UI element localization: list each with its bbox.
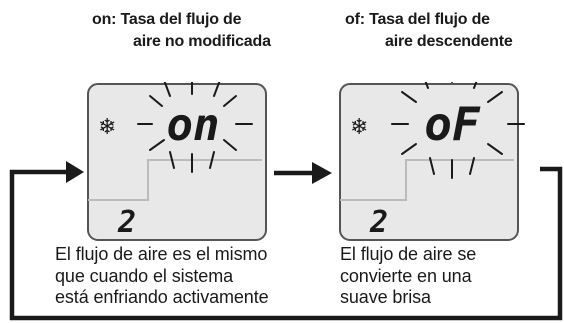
snowflake-icon: ❄ [350, 115, 368, 140]
heading-on-mode: on: Tasa del flujo de aire no modificada [92, 9, 271, 53]
heading-of-line2: aire descendente [385, 33, 513, 50]
arrow-right-icon [312, 162, 332, 184]
description-on-line: está enfriando activamente [55, 287, 269, 307]
description-of-line: suave brisa [340, 287, 431, 307]
loop-arrowhead [66, 161, 84, 183]
lcd-main-readout: on [167, 100, 220, 151]
heading-of-mode: of: Tasa del flujo de aire descendente [345, 9, 513, 53]
heading-on-line2: aire no modificada [133, 33, 271, 50]
lcd-display-of: ❄ oF 2 [339, 82, 525, 241]
blink-rays-icon [137, 82, 253, 173]
description-of: El flujo de aire se convierte en una sua… [340, 244, 476, 309]
heading-on-line1: on: Tasa del flujo de [92, 11, 242, 28]
description-on-line: que cuando el sistema [55, 265, 234, 286]
fan-speed-digit: 2 [117, 205, 136, 240]
description-on: El flujo de aire es el mismo que cuando … [55, 244, 269, 309]
airflow-graph [88, 159, 262, 201]
lcd-display-on: ❄ on 2 [87, 82, 267, 241]
airflow-graph [340, 159, 514, 201]
snowflake-icon: ❄ [98, 115, 116, 140]
description-of-line: convierte en una [340, 265, 472, 286]
loop-line [9, 166, 563, 321]
fan-speed-digit: 2 [369, 205, 388, 240]
heading-of-line1: of: Tasa del flujo de [345, 11, 490, 28]
description-on-line: El flujo de aire es el mismo [55, 244, 268, 264]
blink-rays-icon [391, 82, 525, 179]
description-of-line: El flujo de aire se [340, 244, 477, 264]
lcd-main-readout: oF [424, 97, 481, 151]
